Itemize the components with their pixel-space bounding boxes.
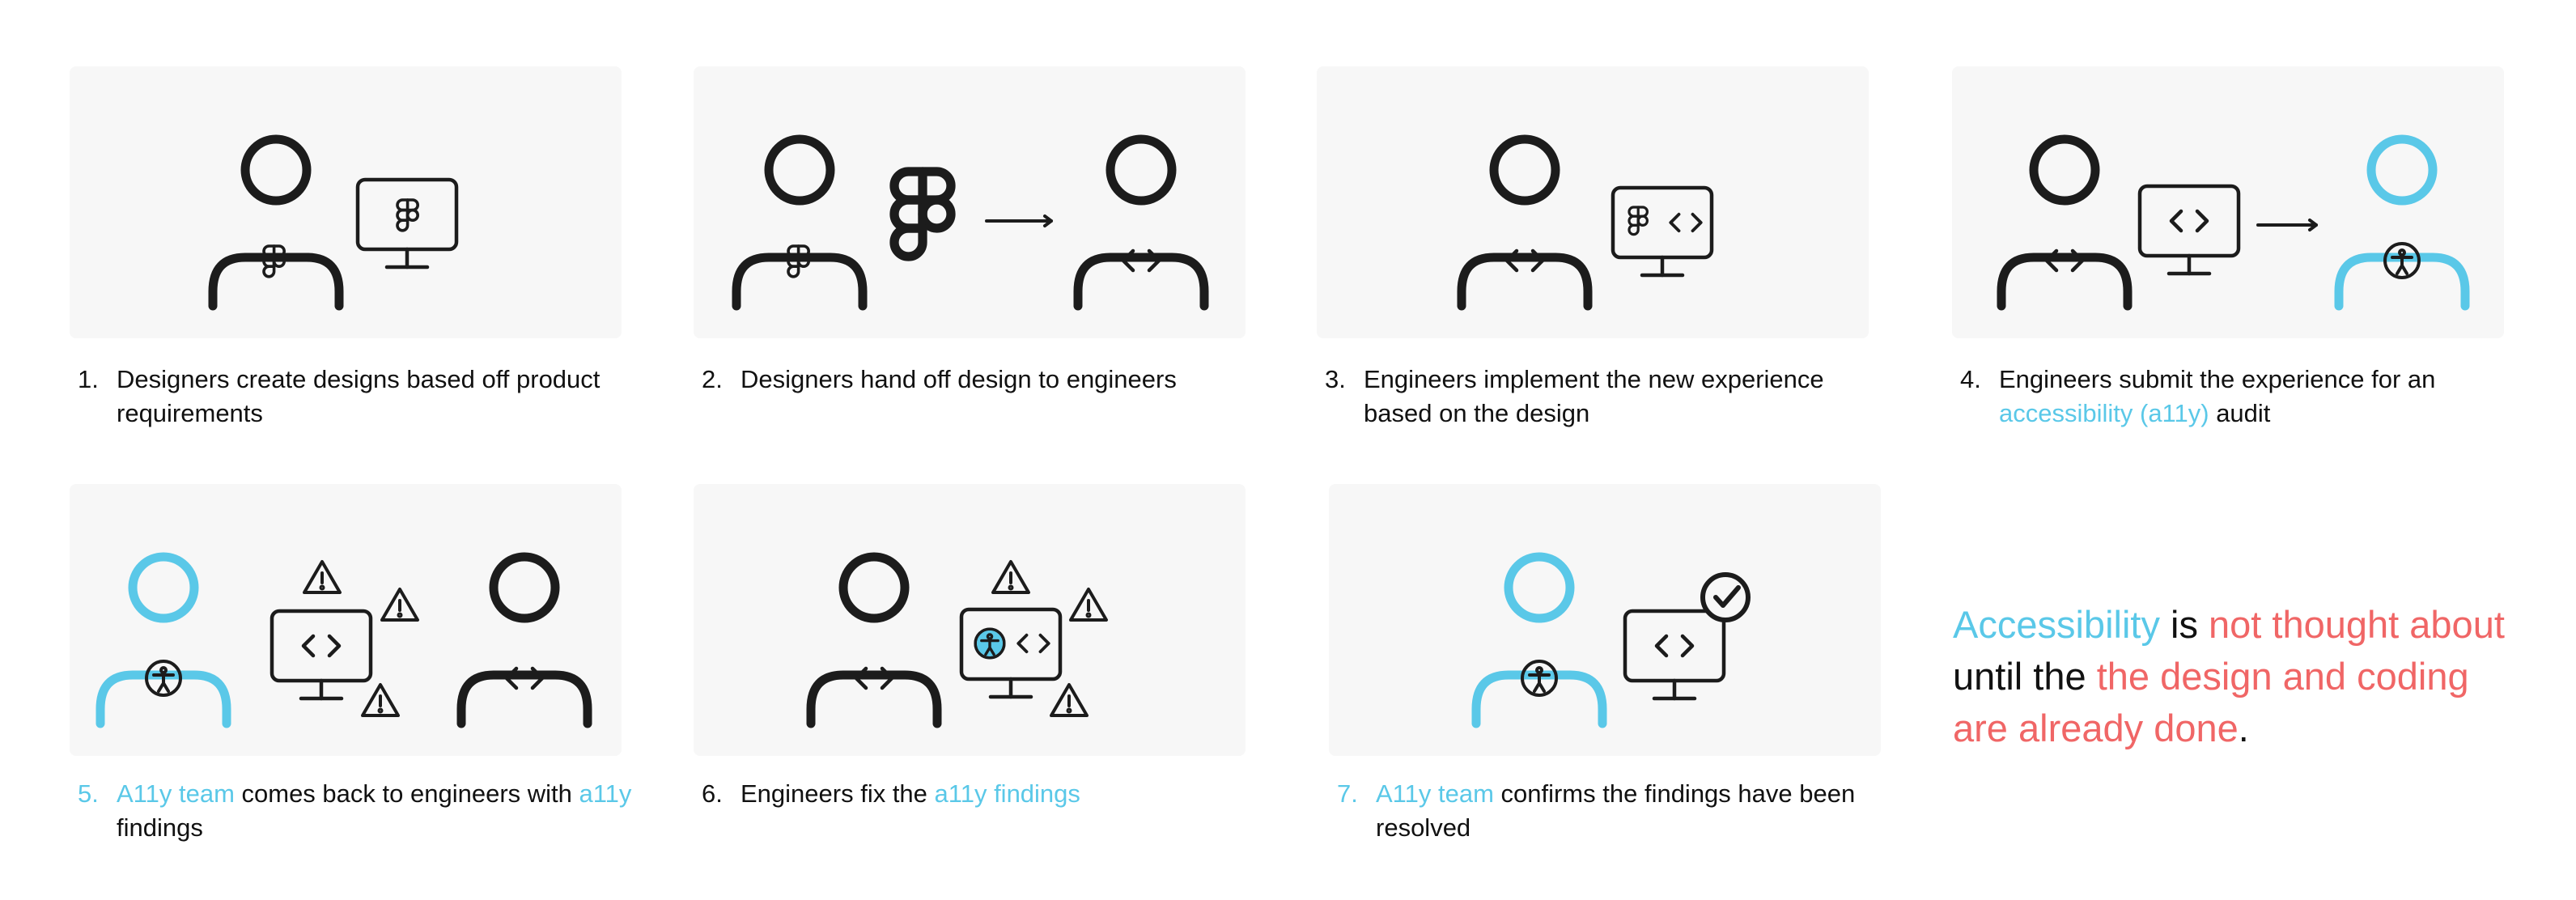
code-icon <box>1657 636 1692 656</box>
step-text-highlight: A11y team <box>117 779 235 808</box>
step-text: Engineers implement the new experience b… <box>1364 365 1824 427</box>
step-number: 2. <box>702 365 723 393</box>
warning-icon <box>1050 683 1089 717</box>
code-icon <box>1669 212 1703 233</box>
step-text-part: Engineers fix the <box>741 779 935 808</box>
engineer-person-icon <box>461 557 588 724</box>
step-2-illustration-card <box>694 66 1246 338</box>
monitor-icon <box>2140 186 2239 274</box>
arrow-right-icon <box>2256 219 2318 231</box>
arrow-right-icon <box>985 214 1053 227</box>
step-5-caption: 5. A11y team comes back to engineers wit… <box>78 777 644 845</box>
step-4-illustration-card <box>1952 66 2504 338</box>
step-text: A11y team comes back to engineers with a… <box>78 777 644 845</box>
conclusion-text: until the <box>1953 655 2097 698</box>
accessibility-icon <box>974 627 1006 660</box>
step-text-part: confirms the findings have been resolved <box>1376 779 1856 842</box>
a11y-team-person-icon <box>100 557 227 724</box>
step-6-illustration <box>694 484 1108 756</box>
step-number: 1. <box>78 365 99 393</box>
monitor-icon <box>961 609 1060 697</box>
step-6-caption: 6. Engineers fix the a11y findings <box>702 777 1268 811</box>
warning-icon <box>361 683 400 717</box>
step-number: 3. <box>1325 365 1346 393</box>
warning-icon <box>303 560 342 594</box>
step-number: 4. <box>1960 365 1981 393</box>
step-4-caption: 4. Engineers submit the experience for a… <box>1960 363 2510 431</box>
designer-person-icon <box>213 139 339 306</box>
step-number: 5. <box>78 779 99 808</box>
engineer-person-icon <box>1078 139 1204 306</box>
step-text-part: audit <box>2209 399 2271 427</box>
step-3-illustration-card <box>1317 66 1869 338</box>
step-7-illustration-card <box>1329 484 1881 756</box>
step-1-illustration-card <box>70 66 622 338</box>
conclusion-period: . <box>2238 707 2249 749</box>
step-text-part: findings <box>117 813 203 842</box>
conclusion-highlight: the design and coding are already done <box>1953 655 2469 749</box>
code-icon <box>303 636 339 656</box>
step-text: Designers create designs based off produ… <box>117 365 601 427</box>
check-circle-icon <box>1700 572 1751 622</box>
step-number: 6. <box>702 779 723 808</box>
step-6-illustration-card <box>694 484 1246 756</box>
step-2-caption: 2. Designers hand off design to engineer… <box>702 363 1268 397</box>
engineer-person-icon <box>1462 139 1588 306</box>
a11y-team-person-icon <box>2339 139 2465 306</box>
step-5-illustration-card <box>70 484 622 756</box>
step-1-caption: 1. Designers create designs based off pr… <box>78 363 644 431</box>
step-text: A11y team confirms the findings have bee… <box>1337 777 1887 845</box>
step-text-part: comes back to engineers with <box>234 779 579 808</box>
code-icon <box>2171 211 2207 231</box>
step-text: Designers hand off design to engineers <box>741 365 1177 393</box>
code-icon <box>1016 633 1050 654</box>
step-text: Engineers submit the experience for an a… <box>1960 363 2510 431</box>
step-7-caption: 7. A11y team confirms the findings have … <box>1337 777 1887 845</box>
designer-person-icon <box>736 139 863 306</box>
step-2-illustration <box>694 66 1246 338</box>
monitor-icon <box>1625 611 1724 698</box>
step-text-highlight: accessibility (a11y) <box>1999 399 2209 427</box>
figma-icon <box>1628 206 1649 236</box>
a11y-team-person-icon <box>1476 557 1602 724</box>
conclusion-statement: Accessibility is not thought about until… <box>1953 599 2519 754</box>
step-text-highlight: a11y <box>579 779 632 808</box>
engineer-person-icon <box>811 557 937 724</box>
warning-icon <box>991 560 1030 594</box>
conclusion-accessibility: Accessibility <box>1953 603 2160 646</box>
figma-logo-icon <box>894 172 951 257</box>
step-text-part: Engineers submit the experience for an <box>1999 365 2436 393</box>
step-3-caption: 3. Engineers implement the new experienc… <box>1325 363 1891 431</box>
engineer-person-icon <box>2001 139 2128 306</box>
step-3-illustration <box>1317 66 1869 338</box>
step-4-illustration <box>1952 66 2504 338</box>
monitor-icon <box>1613 188 1712 275</box>
step-7-illustration <box>1329 484 1751 756</box>
warning-icon <box>380 588 419 622</box>
conclusion-highlight: not thought about <box>2209 603 2505 646</box>
step-text-highlight: a11y findings <box>934 779 1080 808</box>
step-text: Engineers fix the a11y findings <box>702 777 1268 811</box>
figma-icon <box>396 198 420 232</box>
conclusion-text: is <box>2159 603 2209 646</box>
step-1-illustration <box>70 66 622 338</box>
monitor-icon <box>272 611 371 698</box>
step-number: 7. <box>1337 779 1358 808</box>
step-text-highlight: A11y team <box>1376 779 1494 808</box>
warning-icon <box>1069 588 1108 622</box>
step-5-illustration <box>70 484 622 756</box>
